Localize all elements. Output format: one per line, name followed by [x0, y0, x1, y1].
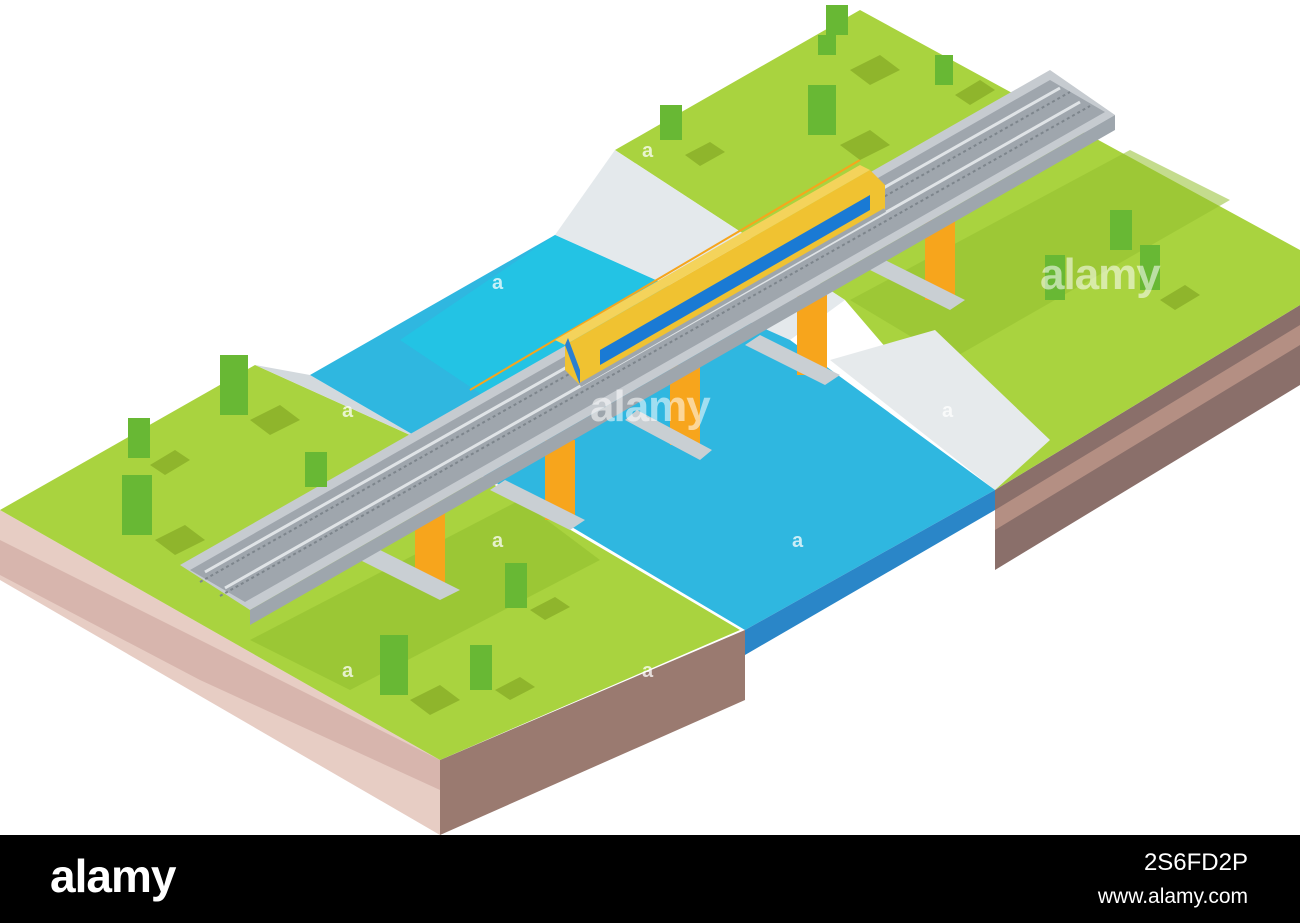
- watermark-small-mark: a: [642, 140, 654, 162]
- train-windows: [600, 195, 870, 365]
- isometric-railway-bridge-scene: [0, 5, 1300, 835]
- soil-front-left-band: [0, 540, 440, 790]
- watermark-right: alamy: [1040, 250, 1161, 299]
- soil-front-mid: [440, 630, 745, 835]
- river-light: [400, 235, 700, 420]
- watermark-small-mark: a: [342, 400, 354, 422]
- watermark-small-mark: a: [792, 530, 804, 552]
- grass-left-shade: [250, 500, 600, 690]
- footer-image-id: 2S6FD2P: [1143, 849, 1248, 876]
- watermark-small-mark: a: [492, 272, 504, 294]
- soil-right-band: [995, 325, 1300, 530]
- trees: [122, 5, 1200, 715]
- footer-logo[interactable]: alamy: [50, 850, 176, 902]
- watermark-small-mark: a: [492, 530, 504, 552]
- footer-url[interactable]: www.alamy.com: [1097, 885, 1248, 908]
- footer-bar: alamy 2S6FD2P www.alamy.com: [0, 835, 1300, 923]
- watermark-center: alamy: [590, 382, 711, 431]
- embankment-right: [830, 330, 1050, 490]
- train: [555, 165, 886, 387]
- river-front: [745, 490, 995, 655]
- bridge-pillars: [360, 220, 965, 600]
- watermark-small-mark: a: [942, 400, 954, 422]
- watermark-small-mark: a: [342, 660, 354, 682]
- watermark-small-mark: a: [642, 660, 654, 682]
